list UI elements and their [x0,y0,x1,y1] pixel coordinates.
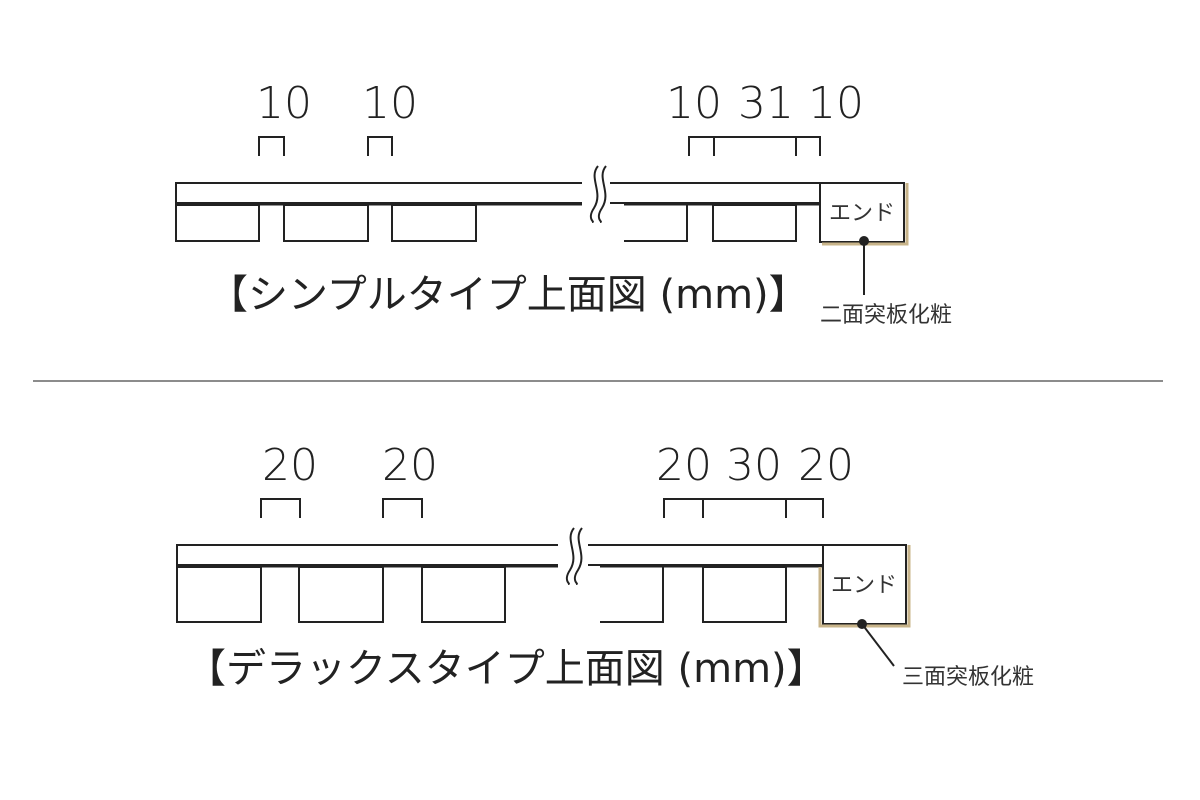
deluxe-end-label: エンド [831,573,897,598]
deluxe-leader-line [861,623,895,667]
simple-break-mark [589,165,599,223]
simple-slat-3 [391,204,477,242]
simple-slat-5 [712,204,797,242]
simple-bracket-2 [367,136,393,156]
simple-slat-4 [624,205,688,242]
simple-end-label: エンド [829,201,895,226]
deluxe-bracket-3 [663,498,824,518]
deluxe-slat-4 [600,567,664,623]
deluxe-slat-3 [421,566,506,623]
simple-type-diagram: 10 10 10 31 10 エンド 二面突板化粧 【シンプルタイプ上面図 (m… [175,78,952,328]
simple-veneer [822,183,909,246]
deluxe-type-diagram: 20 20 20 30 20 エンド 三面突板化粧 【デラックスタイプ上面図 (… [176,440,1034,692]
deluxe-slat-5 [702,566,787,623]
deluxe-title: 【デラックスタイプ上面図 (mm)】 [186,646,827,692]
simple-bracket-1 [258,136,285,156]
deluxe-finish-label: 三面突板化粧 [902,665,1034,690]
deluxe-dim-3: 20 [656,440,712,491]
simple-top-rail [175,182,821,204]
deluxe-break-mark [565,527,575,585]
simple-finish-label: 二面突板化粧 [820,303,952,328]
simple-slat-2 [283,204,369,242]
simple-dim-5: 10 [808,78,864,129]
deluxe-dim-1: 20 [262,440,318,491]
deluxe-bracket-2 [382,498,423,518]
deluxe-dim-2: 20 [382,440,438,491]
simple-slat-1 [175,204,260,242]
deluxe-dim-5: 20 [798,440,854,491]
deluxe-dim-4: 30 [726,440,782,491]
simple-dim-1: 10 [256,78,312,129]
simple-title: 【シンプルタイプ上面図 (mm)】 [208,272,809,318]
simple-dim-3: 10 [666,78,722,129]
simple-bracket-3 [688,136,821,156]
simple-dim-4: 31 [738,78,794,129]
deluxe-top-rail [176,544,824,566]
deluxe-slat-2 [298,566,384,623]
deluxe-slat-1 [176,566,262,623]
deluxe-bracket-1 [260,498,301,518]
simple-dim-2: 10 [362,78,418,129]
